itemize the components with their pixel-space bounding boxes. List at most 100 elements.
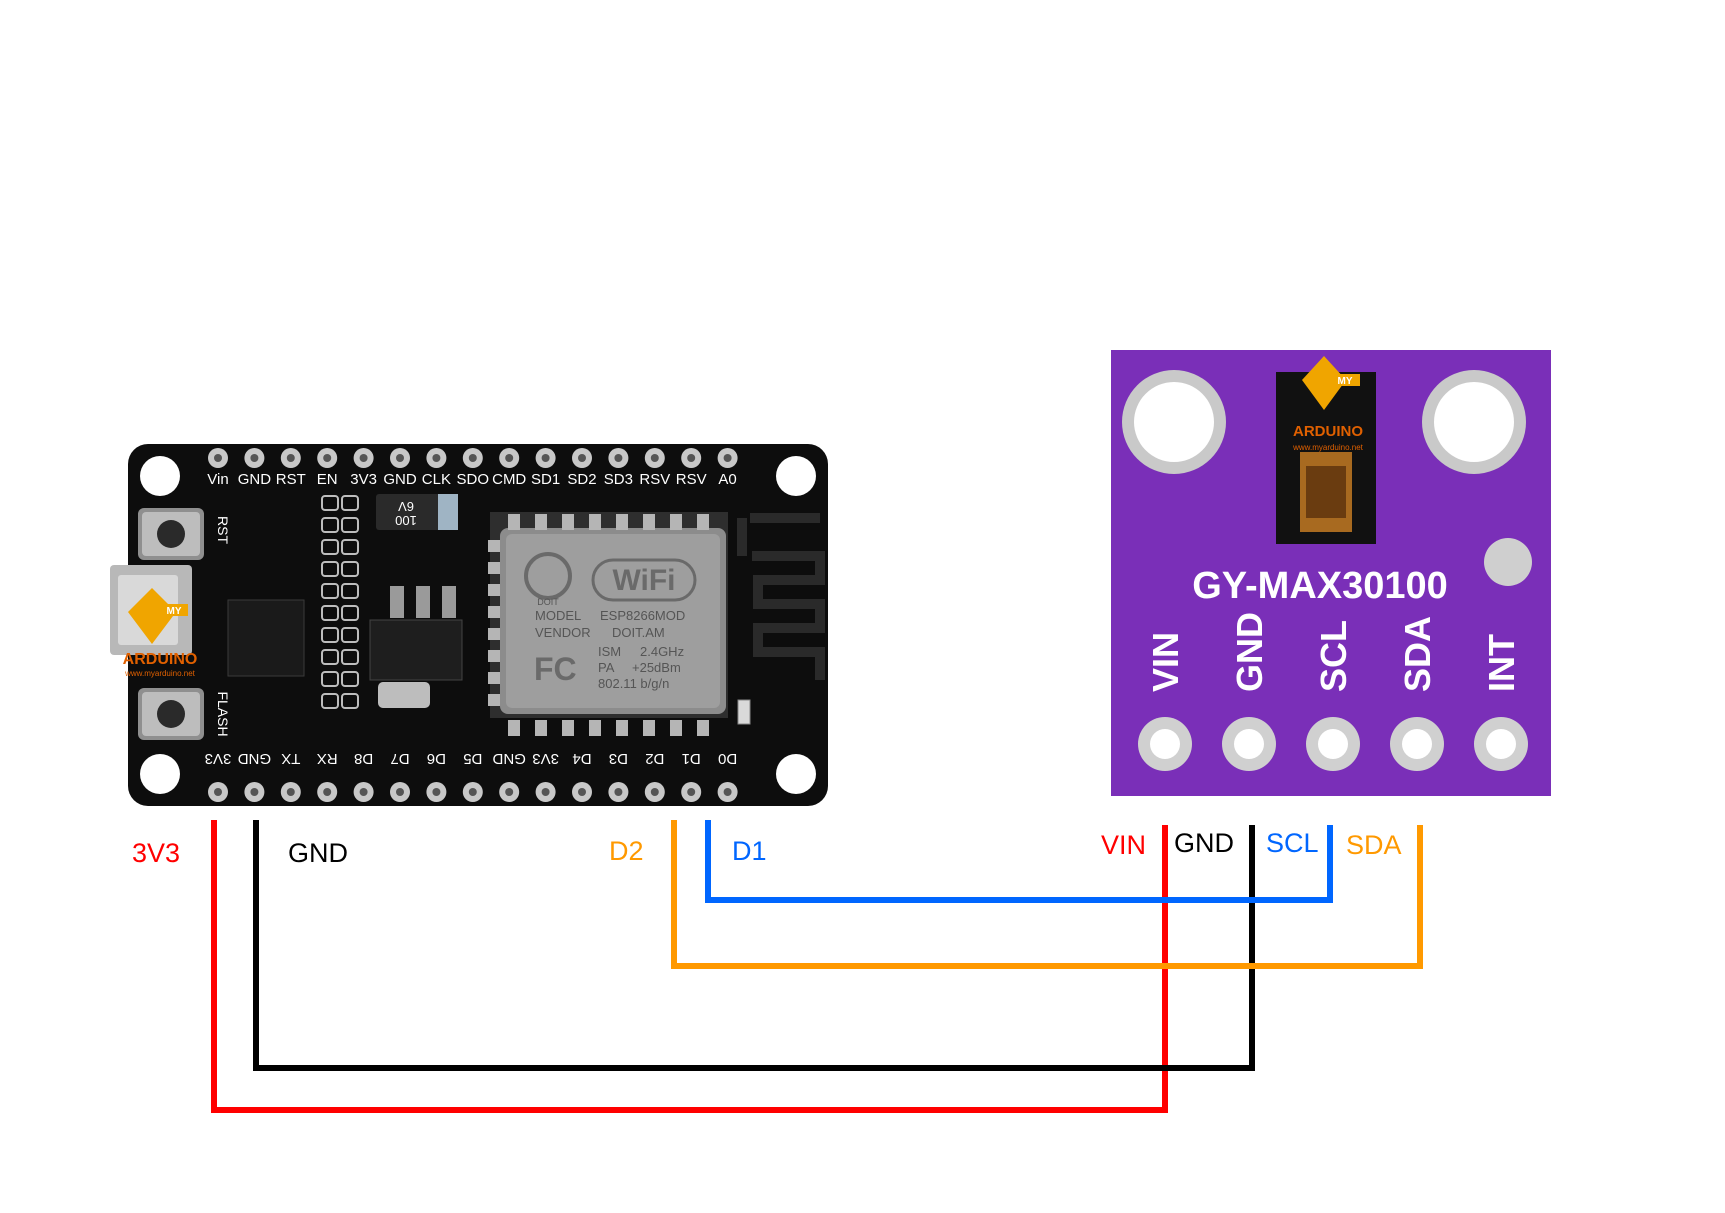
module-pin [697,720,709,736]
max30100-chip [1276,372,1376,544]
smd-pad [341,649,359,665]
voltage-regulator [369,586,463,708]
module-pin [535,514,547,530]
label-mcu-d2: D2 [609,836,644,866]
module-pin [488,606,500,618]
sensor-cap [1484,538,1532,586]
smd-pad [341,561,359,577]
pin-label: RST [276,471,306,488]
pin-label: SD2 [567,471,596,488]
smd-pad [321,649,339,665]
smd-pad [341,693,359,709]
module-pin [562,514,574,530]
module-pin [616,720,628,736]
module-pin [488,672,500,684]
module-pin [508,720,520,736]
smd-pad [341,539,359,555]
label-sensor-scl: SCL [1266,828,1319,858]
pin-label: CLK [422,471,451,488]
pin-label: A0 [718,471,736,488]
esp8266-module: DOIT WiFi MODEL ESP8266MOD VENDOR DOIT.A… [488,512,728,736]
smd-pad [341,583,359,599]
pin-label: D7 [390,750,409,767]
pin-label: SD1 [531,471,560,488]
svg-text:www.myarduino.net: www.myarduino.net [124,669,196,678]
module-pin [643,514,655,530]
pin-label: D1 [682,750,701,767]
pin-label: GND [492,750,526,767]
svg-text:ESP8266MOD: ESP8266MOD [600,608,685,623]
svg-text:WiFi: WiFi [612,564,675,597]
rst-button [138,508,204,560]
svg-text:802.11 b/g/n: 802.11 b/g/n [598,676,669,691]
sensor-pin-label: SDA [1397,616,1438,692]
pad-column [321,495,359,709]
pin-label: TX [281,750,300,767]
label-sensor-sda: SDA [1346,830,1402,860]
svg-text:2.4GHz: 2.4GHz [640,644,684,659]
label-mcu-3v3: 3V3 [132,838,180,868]
pin-label: GND [238,750,272,767]
module-pin [562,720,574,736]
pin-label: D3 [609,750,628,767]
flash-button [138,688,204,740]
capacitor: 6V 100 [376,494,458,530]
svg-text:ISM: ISM [598,644,621,659]
pin-label: RSV [676,471,707,488]
smd-pad [321,693,339,709]
module-pin [670,514,682,530]
module-pin [508,514,520,530]
smd-pad [321,627,339,643]
smd-pad [321,583,339,599]
svg-text:DOIT: DOIT [537,597,559,607]
svg-text:ARDUINO: ARDUINO [1293,423,1363,440]
wire-d2-sda [671,820,1423,969]
watermark-logo-left: MY ARDUINO www.myarduino.net [123,588,197,678]
svg-text:VENDOR: VENDOR [535,625,591,640]
doit-logo [524,552,572,600]
module-pin [616,514,628,530]
pin-label: D8 [354,750,373,767]
module-pin [488,628,500,640]
label-mcu-gnd: GND [288,838,348,868]
pin-label: D4 [572,750,591,767]
module-pin [589,720,601,736]
smd-pad [321,561,339,577]
pin-label: RSV [639,471,670,488]
smd-pad [341,627,359,643]
module-pin [488,584,500,596]
pcb-antenna [737,513,825,680]
pin-label: RX [317,750,338,767]
wire-labels: 3V3 GND D2 D1 VIN GND SCL SDA [132,828,1402,868]
svg-text:+25dBm: +25dBm [632,660,681,675]
wire-d1-scl [705,820,1333,903]
smd-pad [341,671,359,687]
smd-pad [321,605,339,621]
module-pin [589,514,601,530]
pin-label: GND [383,471,417,488]
sensor-title: GY-MAX30100 [1192,565,1448,607]
mounting-hole [140,456,180,496]
module-pin [643,720,655,736]
svg-text:www.myarduino.net: www.myarduino.net [1292,443,1364,452]
sensor-pin-label: GND [1229,612,1270,692]
pin-label: D2 [645,750,664,767]
module-pin [488,540,500,552]
label-sensor-gnd: GND [1174,828,1234,858]
pin-label: GND [238,471,272,488]
svg-text:MY: MY [1338,376,1353,387]
sensor-pin-label: VIN [1145,632,1186,692]
sensor-pins [1138,717,1528,771]
svg-text:6V: 6V [398,499,414,514]
pin-label: 3V3 [532,750,559,767]
led [737,699,751,725]
svg-text:MY: MY [167,606,182,617]
svg-text:PA: PA [598,660,615,675]
smd-pad [321,517,339,533]
module-pin [488,694,500,706]
label-sensor-vin: VIN [1101,830,1146,860]
